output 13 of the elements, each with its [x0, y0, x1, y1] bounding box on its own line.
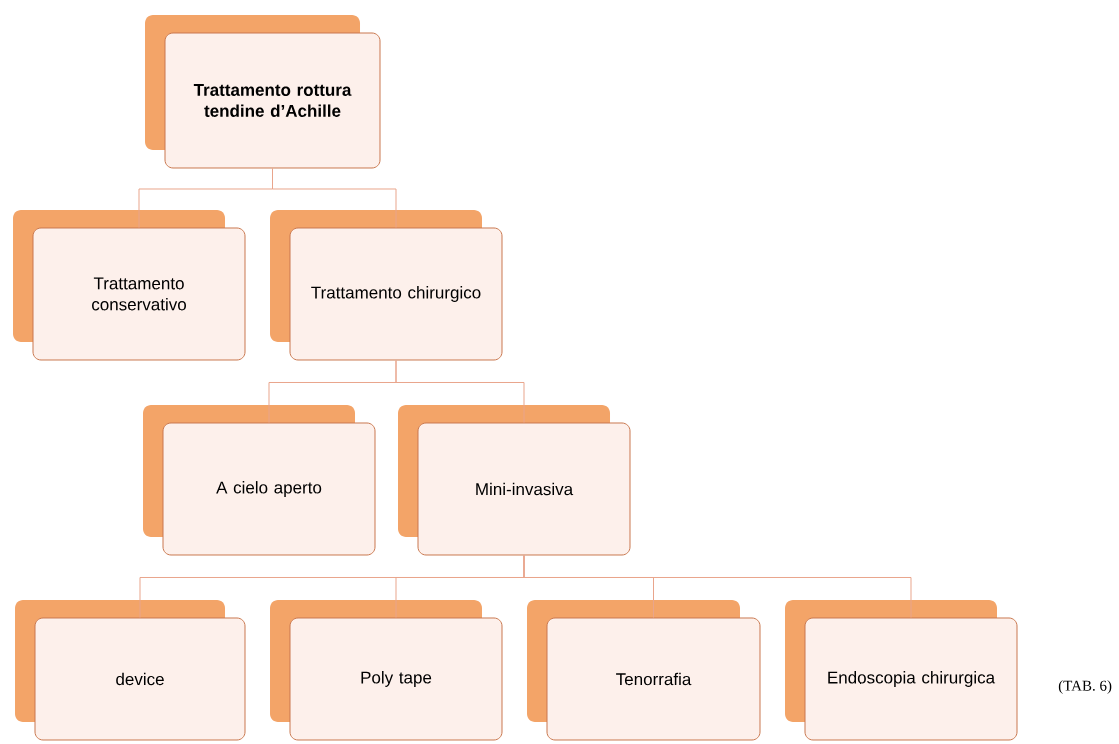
process-box: Trattamento conservativo: [32, 227, 246, 361]
process-box: A cielo aperto: [162, 422, 376, 556]
process-box: Trattamento rottura tendine d’Achille: [164, 32, 381, 169]
process-box: Endoscopia chirurgica: [804, 617, 1018, 741]
process-box: device: [34, 617, 246, 741]
process-box: Tenorrafia: [546, 617, 761, 741]
process-box: Mini-invasiva: [417, 422, 631, 556]
connector-line: [272, 168, 397, 228]
process-box: Poly tape: [289, 617, 503, 741]
process-box: Trattamento chirurgico: [289, 227, 503, 361]
table-reference: (TAB. 6): [1058, 680, 1112, 694]
connector-line: [395, 360, 525, 423]
connector-line: [523, 555, 912, 618]
